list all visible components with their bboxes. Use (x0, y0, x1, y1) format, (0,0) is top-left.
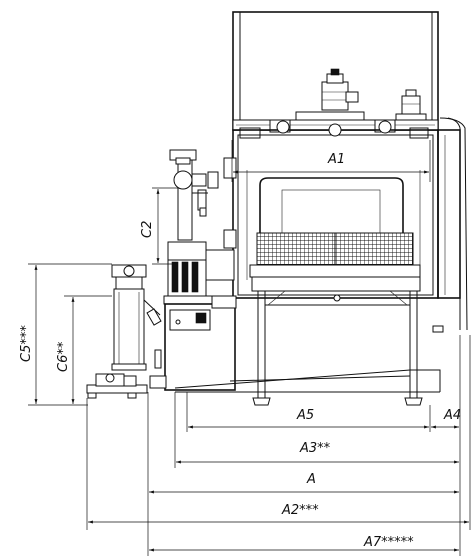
top-round-fittings (276, 120, 392, 134)
dimension-a4: A4 (431, 408, 461, 429)
top-motor-right (395, 89, 427, 121)
support-frame (174, 276, 441, 406)
dimension-a3: A3** (176, 441, 459, 464)
extension-lines (86, 335, 471, 556)
pump-column (163, 149, 219, 305)
dimension-label-a5: A5 (296, 408, 314, 423)
dimension-label-a2: A2*** (281, 503, 319, 518)
dimension-c5: C5*** (19, 263, 112, 406)
dimension-label-c2: C2 (140, 221, 155, 238)
basket (249, 232, 421, 278)
dimension-c2: C2 (140, 187, 178, 265)
base-cabinet (149, 295, 237, 391)
dimension-label-c6: C6** (56, 341, 71, 372)
top-motor-left (295, 68, 365, 137)
dimension-label-a1: A1 (327, 152, 345, 167)
dimension-label-a: A (306, 472, 316, 487)
dimension-label-a7: A7***** (363, 535, 414, 550)
dimension-a2: A2*** (88, 503, 469, 524)
dimension-a5: A5 (188, 408, 429, 429)
dimension-a: A (149, 472, 459, 494)
pump-sled (86, 373, 148, 399)
dimension-a7: A7***** (149, 535, 459, 552)
dimension-label-c5: C5*** (19, 325, 34, 362)
dimension-label-a3: A3** (299, 441, 331, 456)
filter-vessel (111, 264, 162, 371)
dimension-label-a4: A4 (443, 408, 461, 423)
dimension-a1: A1 (231, 140, 431, 182)
dimension-c6: C6** (56, 295, 112, 404)
